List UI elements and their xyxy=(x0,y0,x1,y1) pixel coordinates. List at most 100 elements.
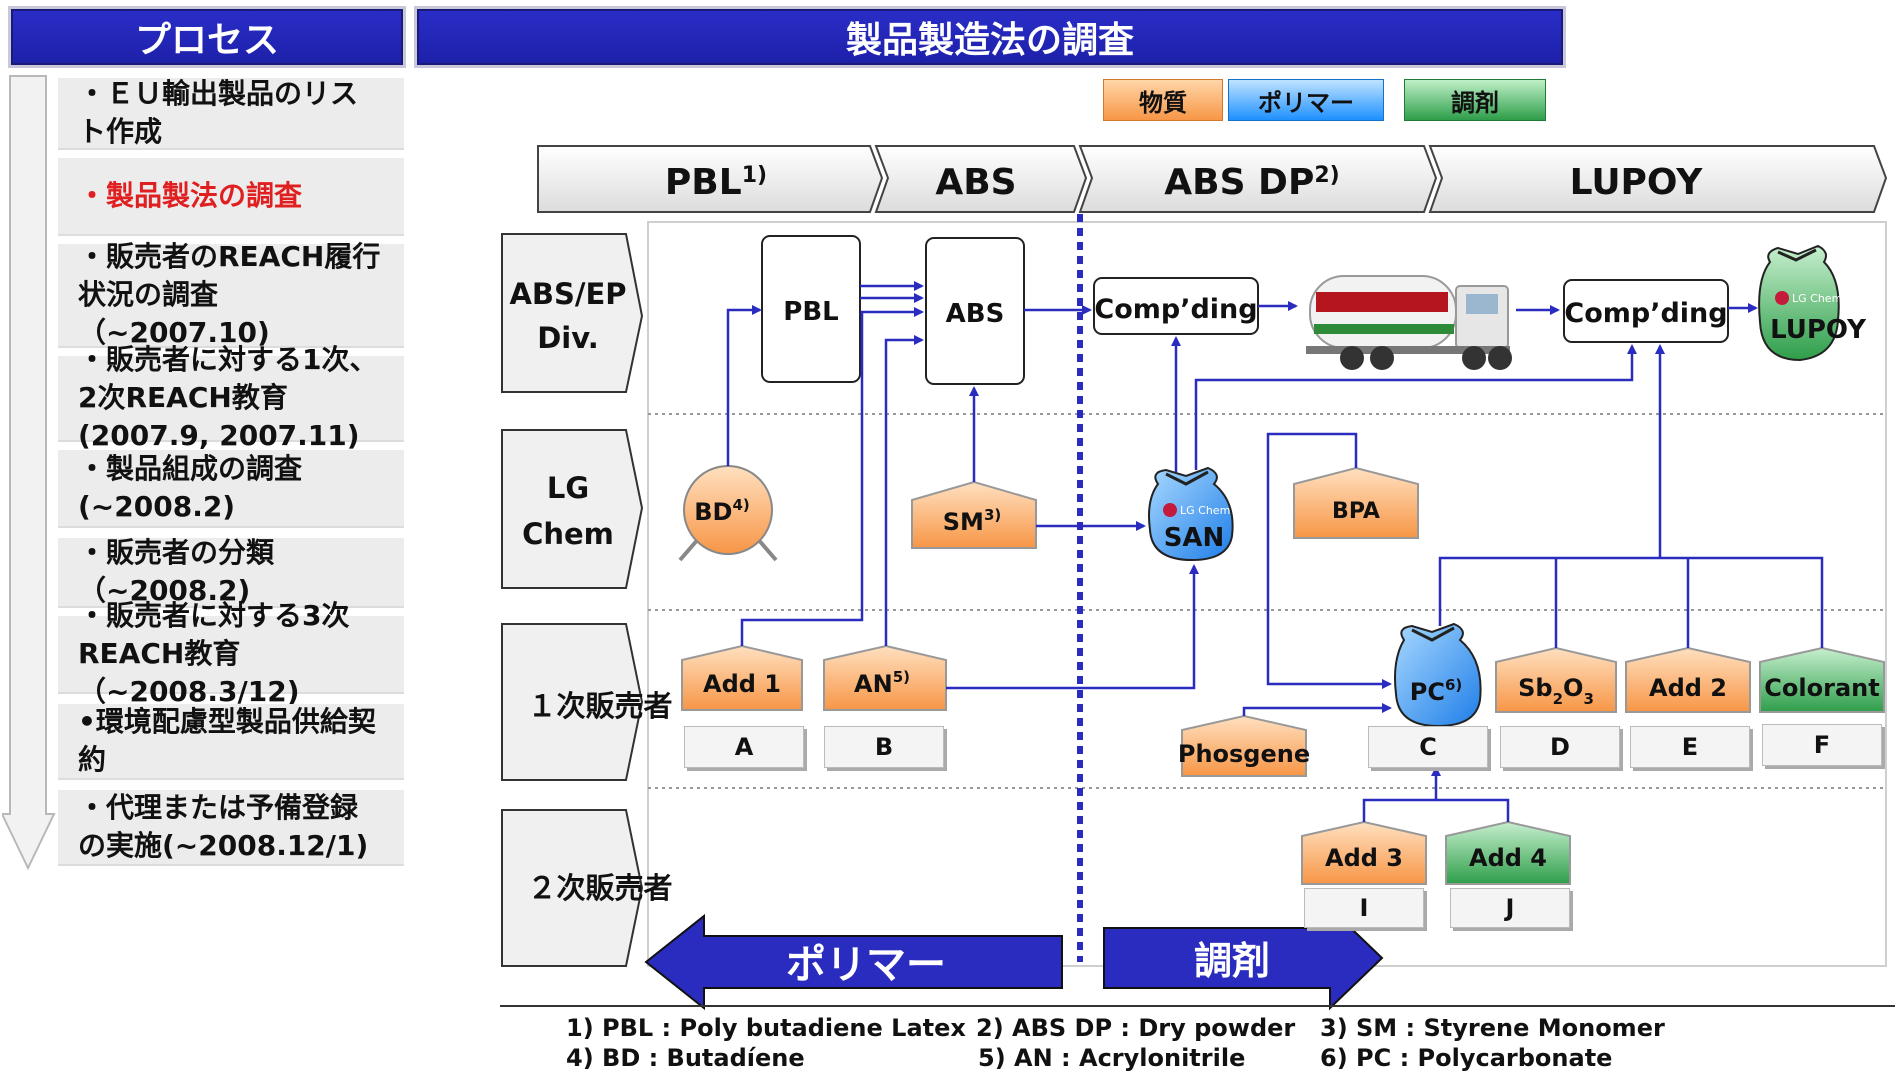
main-header-label: 製品製造法の調査 xyxy=(845,20,1134,61)
step-4-text: ・販売者に対する1次、2次REACH教育 (2007.9, 2007.11) xyxy=(78,343,378,452)
step-6: ・販売者の分類 （~2008.2) xyxy=(58,536,404,608)
connector-an-san xyxy=(946,564,1199,690)
stage-absdp-sup: 2) xyxy=(1314,163,1339,188)
letter-e: E xyxy=(1630,726,1750,768)
footnote-3: 3) SM : Styrene Monomer xyxy=(1320,1014,1665,1042)
letter-e-text: E xyxy=(1681,733,1699,761)
step-2: ・製品製法の調査 xyxy=(58,158,404,236)
connector-an-abs xyxy=(884,335,924,646)
stage-absdp-chevron xyxy=(1078,145,1438,213)
legend-substance: 物質 xyxy=(1103,79,1223,121)
tank-truck-icon xyxy=(1306,275,1512,370)
node-pc: PC6) xyxy=(1394,622,1482,728)
node-sm: SM3) xyxy=(911,480,1037,549)
node-an-text: AN xyxy=(854,670,893,698)
node-sb2o3-label: Sb2O3 xyxy=(1518,674,1594,708)
letter-a: A xyxy=(684,726,804,768)
step-3-text: ・販売者のREACH履行状況の調査（~2007.10) xyxy=(78,240,381,349)
node-abs-label: ABS xyxy=(946,299,1005,329)
footnote-4: 4) BD : Butadíene xyxy=(566,1044,805,1072)
stage-pbl-text: PBL xyxy=(665,162,742,203)
connector-additives-comp2 xyxy=(1438,556,1824,648)
legend-preparation: 調剤 xyxy=(1404,79,1546,121)
process-header: プロセス xyxy=(8,6,406,68)
row-vendor1-label: １次販売者 xyxy=(527,689,672,723)
step-7: ・販売者に対する3次REACH教育（~2008.3/12) xyxy=(58,599,404,708)
stage-pbl-chevron xyxy=(537,145,884,213)
node-add2-label: Add 2 xyxy=(1649,674,1727,702)
node-pbl xyxy=(761,235,861,383)
legend-substance-label: 物質 xyxy=(1139,88,1187,117)
flow-connectors xyxy=(726,281,1824,822)
step-3: ・販売者のREACH履行状況の調査（~2007.10) xyxy=(58,240,404,349)
step-9-text: ・代理または予備登録の実施(~2008.12/1) xyxy=(78,791,369,862)
step-1: ・ＥＵ輸出製品のリスト作成 xyxy=(58,77,404,150)
step-6-text: ・販売者の分類 （~2008.2) xyxy=(78,536,275,607)
node-phosgene: Phosgene xyxy=(1178,714,1310,777)
row-lg-label: LG xyxy=(547,471,589,505)
row-div-label: Div. xyxy=(537,321,599,355)
node-sb2o3: Sb2O3 xyxy=(1495,646,1617,713)
legend-preparation-label: 調剤 xyxy=(1451,88,1499,117)
node-sb-sub1: 2 xyxy=(1553,690,1563,708)
node-san-label: SAN xyxy=(1164,523,1225,553)
node-add4-label: Add 4 xyxy=(1469,844,1547,872)
row-absep-label: ABS/EP xyxy=(509,277,626,311)
node-phosgene-label: Phosgene xyxy=(1178,740,1310,768)
node-an-label: AN5) xyxy=(854,668,910,698)
stage-absdp-text: ABS DP xyxy=(1164,162,1314,203)
process-header-label: プロセス xyxy=(134,20,279,61)
stage-pbl-sup: 1) xyxy=(742,163,767,188)
node-add1-label: Add 1 xyxy=(703,670,781,698)
node-san: LG Chem SAN xyxy=(1148,466,1234,562)
node-bpa: BPA xyxy=(1293,466,1419,539)
row-lgchem-chevron xyxy=(501,429,644,589)
process-down-arrow xyxy=(2,75,56,871)
stage-absdp-label: ABS DP2) xyxy=(1164,162,1339,203)
connector-add3-add4-pc xyxy=(1362,798,1510,822)
letter-c-text: C xyxy=(1419,733,1437,761)
row-vendor2-chevron xyxy=(501,809,644,967)
step-8-text: •環境配慮型製品供給契約 xyxy=(78,705,376,776)
legend-polymer: ポリマー xyxy=(1228,79,1384,121)
letter-d-text: D xyxy=(1550,733,1570,761)
san-brand-label: LG Chem xyxy=(1180,504,1230,517)
node-an: AN5) xyxy=(823,644,947,711)
letter-b-text: B xyxy=(874,733,894,761)
node-pc-text: PC xyxy=(1410,678,1445,706)
preparation-arrow-label: 調剤 xyxy=(1194,939,1270,983)
node-sb-text: Sb xyxy=(1518,674,1552,702)
node-compounding-2-label: Comp’ding xyxy=(1564,298,1727,329)
node-sm-label: SM3) xyxy=(943,506,1001,536)
connector-san-comp2 xyxy=(1194,344,1637,470)
node-add4: Add 4 xyxy=(1445,820,1571,885)
stage-lupoy-chevron xyxy=(1428,145,1888,213)
node-sb-sub2: 3 xyxy=(1583,690,1593,708)
node-lupoy-label: LUPOY xyxy=(1770,315,1867,345)
letter-j-text: J xyxy=(1505,894,1515,922)
connector-add1-abs xyxy=(740,307,924,646)
node-bd-text: BD xyxy=(694,498,732,526)
letter-j: J xyxy=(1450,888,1570,928)
connector-bd-pbl xyxy=(726,305,762,466)
node-colorant-label: Colorant xyxy=(1764,674,1879,702)
node-add3: Add 3 xyxy=(1301,820,1427,885)
node-lupoy: LG Chem LUPOY xyxy=(1758,244,1867,362)
polymer-arrow-label: ポリマー xyxy=(786,942,946,988)
step-1-text: ・ＥＵ輸出製品のリスト作成 xyxy=(78,77,359,148)
node-add2: Add 2 xyxy=(1625,646,1751,713)
step-2-text: ・製品製法の調査 xyxy=(78,179,303,213)
node-compounding-1-label: Comp’ding xyxy=(1094,294,1257,325)
stage-abs-label: ABS xyxy=(935,162,1016,203)
node-pc-sup: 6) xyxy=(1445,676,1462,694)
footnote-2: 2) ABS DP : Dry powder xyxy=(976,1014,1296,1042)
letter-i: I xyxy=(1304,888,1424,928)
footnote-6: 6) PC : Polycarbonate xyxy=(1320,1044,1613,1072)
node-an-sup: 5) xyxy=(893,668,910,686)
step-4: ・販売者に対する1次、2次REACH教育 (2007.9, 2007.11) xyxy=(58,343,404,452)
polymer-arrow xyxy=(644,913,1063,1011)
legend-polymer-label: ポリマー xyxy=(1258,88,1354,117)
step-9: ・代理または予備登録の実施(~2008.12/1) xyxy=(58,790,404,866)
stage-pbl-label: PBL1) xyxy=(665,162,767,203)
